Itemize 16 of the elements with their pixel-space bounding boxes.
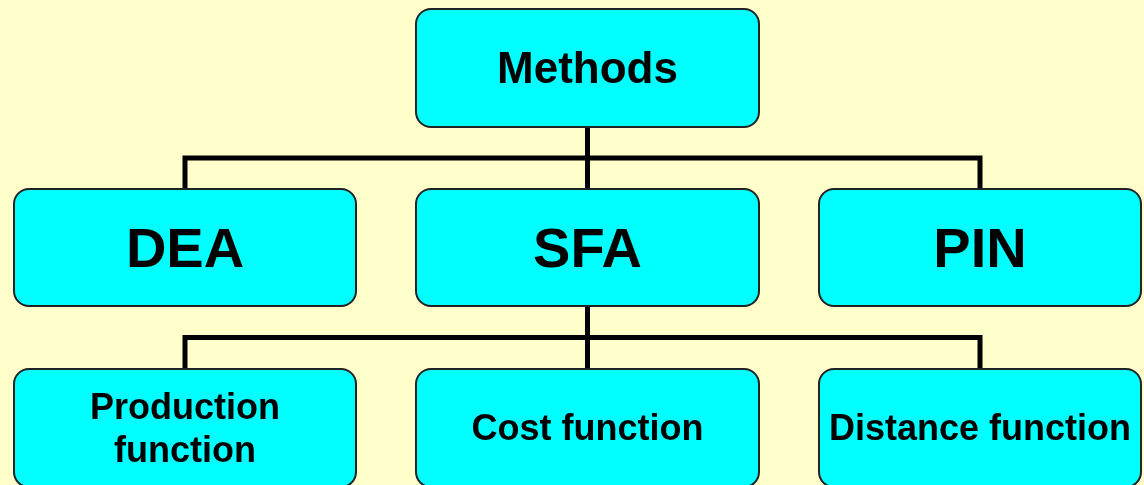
box-label: PIN xyxy=(933,214,1027,281)
category-box xyxy=(415,188,760,307)
box-label: Distance function xyxy=(829,406,1131,450)
box-label: Cost function xyxy=(471,406,704,450)
box-label: Production function xyxy=(89,384,281,472)
box-label: Methods xyxy=(497,41,678,94)
connector-line xyxy=(585,307,983,368)
box-label: DEA xyxy=(125,214,245,281)
category-box xyxy=(13,368,357,485)
category-box xyxy=(818,368,1142,485)
category-box xyxy=(415,368,760,485)
box-label: SFA xyxy=(533,214,642,281)
connector-line xyxy=(585,128,983,188)
category-box xyxy=(13,188,357,307)
category-box xyxy=(818,188,1142,307)
category-box xyxy=(415,8,760,128)
